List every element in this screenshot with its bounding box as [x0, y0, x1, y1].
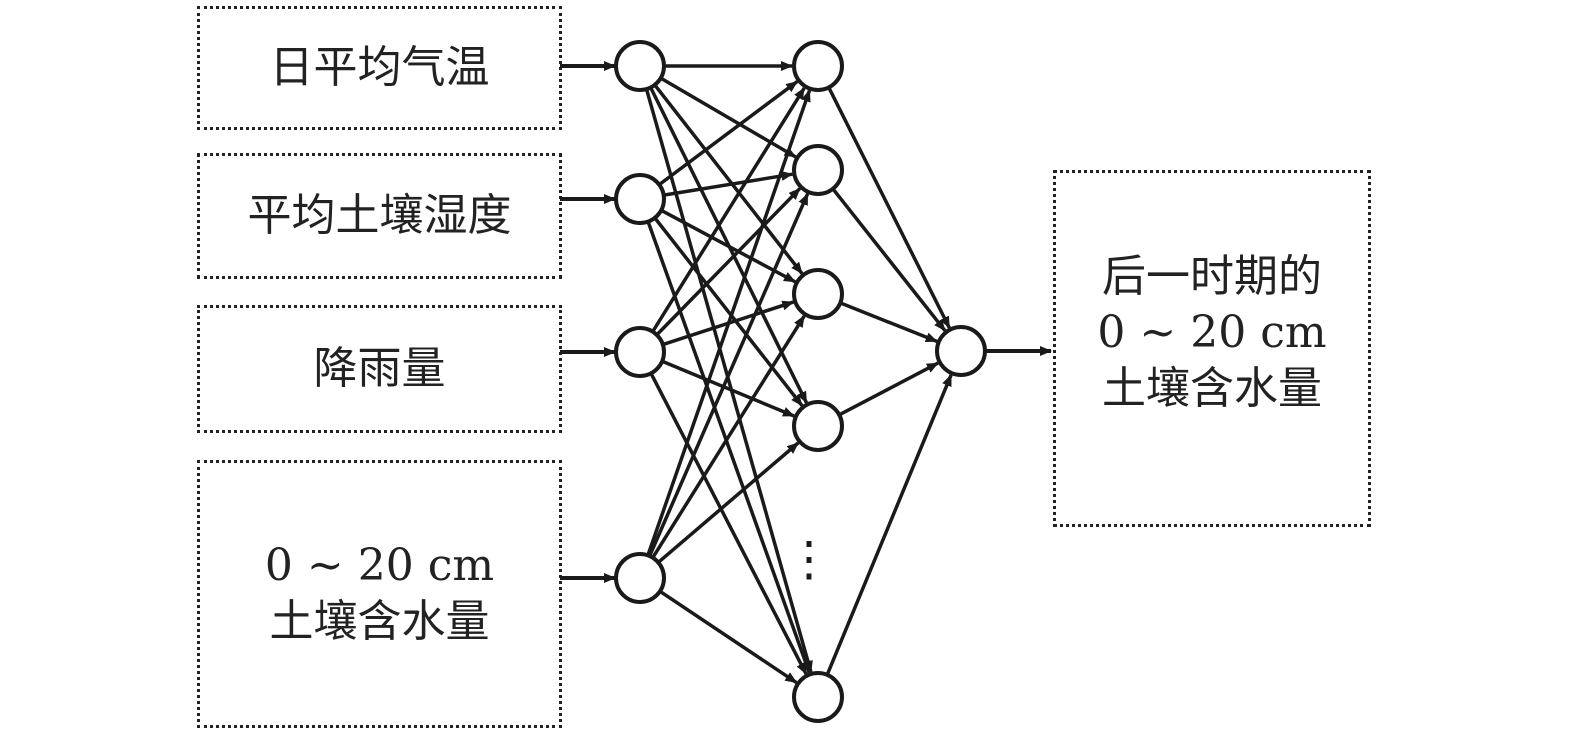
- input-label: 平均土壤湿度: [247, 190, 512, 241]
- output-box: 后一时期的 0 ~ 20 cm 土壤含水量: [1053, 170, 1371, 527]
- edge-input-3-hidden-2: [651, 315, 806, 559]
- input-box-soil-water-content: 0 ~ 20 cm 土壤含水量: [197, 460, 562, 728]
- edge-input-3-hidden-3: [657, 441, 800, 564]
- input-box-rainfall: 降雨量: [197, 305, 562, 433]
- input-label: 日平均气温: [269, 42, 490, 93]
- network-nodes: [614, 40, 987, 723]
- edge-input-1-hidden-1: [663, 171, 794, 197]
- edge-input-2-hidden-4: [649, 372, 808, 675]
- edge-hidden-3-output: [838, 361, 939, 417]
- output-label-line-1: 后一时期的: [1102, 251, 1322, 302]
- input-node-2: [614, 326, 666, 378]
- input-node-1: [614, 173, 666, 225]
- input-label: 降雨量: [313, 343, 446, 394]
- output-label-line-2: 0 ~ 20 cm: [1097, 307, 1327, 358]
- edge-input-2-hidden-1: [655, 187, 802, 337]
- connection-arrows: [560, 61, 1052, 685]
- edge-hidden-4-output: [825, 374, 953, 676]
- edge-hidden-2-output: [839, 301, 938, 343]
- input-box-avg-soil-humidity: 平均土壤湿度: [197, 153, 562, 279]
- output-node: [935, 325, 987, 377]
- input-box-daily-avg-temperature: 日平均气温: [197, 6, 562, 130]
- edge-input-2-hidden-3: [661, 359, 795, 418]
- output-label-line-3: 土壤含水量: [1102, 363, 1322, 414]
- edge-input-2-hidden-0: [651, 87, 806, 333]
- input-node-3: [614, 552, 666, 604]
- edge-input-3-hidden-0: [646, 89, 812, 556]
- edge-input-3-hidden-4: [658, 589, 798, 685]
- hidden-node-3: [792, 400, 844, 452]
- edge-input-3-hidden-1: [647, 192, 810, 557]
- edge-input-1-hidden-3: [653, 216, 804, 407]
- edge-hidden-1-output: [831, 187, 947, 332]
- hidden-node-2: [792, 268, 844, 320]
- hidden-node-0: [792, 40, 844, 92]
- hidden-layer-ellipsis: ⋮: [785, 531, 833, 587]
- edge-input-0-hidden-1: [659, 76, 797, 159]
- input-node-0: [614, 40, 666, 92]
- edge-input-0-hidden-4: [644, 88, 813, 673]
- edge-hidden-0-output: [827, 86, 951, 329]
- edge-input-1-hidden-4: [646, 221, 811, 674]
- edge-input-1-hidden-0: [658, 80, 799, 187]
- hidden-node-4: [792, 671, 844, 723]
- input-label-line-1: 0 ~ 20 cm: [264, 540, 495, 591]
- edge-input-0-hidden-2: [653, 83, 804, 275]
- input-label-line-2: 土壤含水量: [269, 596, 490, 647]
- hidden-node-1: [792, 144, 844, 196]
